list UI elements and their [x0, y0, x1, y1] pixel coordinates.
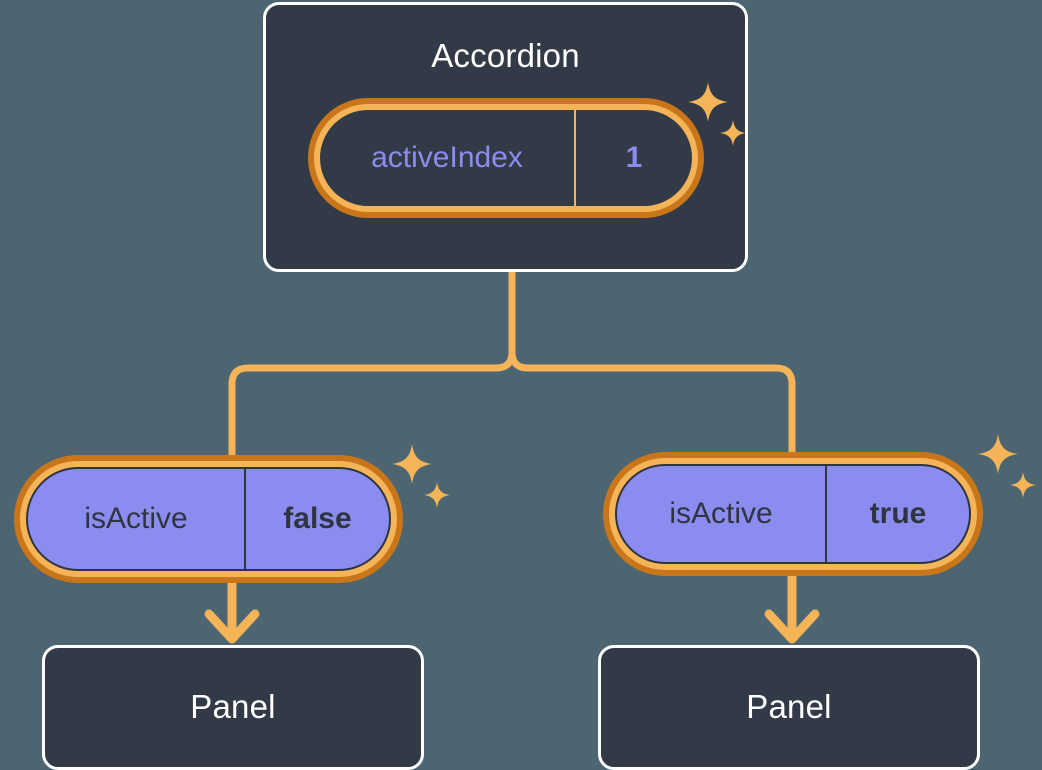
state-value: false: [283, 502, 352, 535]
sparkle-icon: [1010, 472, 1036, 498]
pill-divider: [825, 466, 827, 562]
pill-body: isActive true: [615, 464, 971, 564]
pill-divider: [244, 469, 246, 569]
pill-ring: activeIndex 1: [314, 104, 698, 212]
node-label: Panel: [746, 688, 832, 725]
sparkle-icon: [978, 434, 1018, 474]
sparkle-icon: [424, 482, 450, 508]
page-title: Accordion: [431, 37, 580, 74]
node-panel-right[interactable]: Panel: [598, 645, 980, 770]
state-key: isActive: [84, 502, 188, 535]
state-key: activeIndex: [371, 141, 523, 174]
state-pill-active-index[interactable]: activeIndex 1: [308, 98, 704, 218]
pill-ring: isActive false: [20, 461, 397, 577]
state-value: 1: [625, 141, 643, 174]
pill-body: isActive false: [26, 467, 391, 571]
node-panel-left[interactable]: Panel: [42, 645, 424, 770]
pill-ring: isActive true: [609, 458, 977, 570]
arrow-down-icon: [204, 578, 260, 644]
state-value: true: [869, 497, 927, 530]
pill-body: activeIndex 1: [320, 110, 692, 206]
node-label: Panel: [190, 688, 276, 725]
state-key: isActive: [669, 497, 773, 530]
arrow-down-icon: [764, 572, 820, 644]
state-pill-is-active-true[interactable]: isActive true: [603, 452, 983, 576]
pill-divider: [574, 110, 576, 206]
state-pill-is-active-false[interactable]: isActive false: [14, 455, 403, 583]
sparkle-icon: [392, 444, 432, 484]
